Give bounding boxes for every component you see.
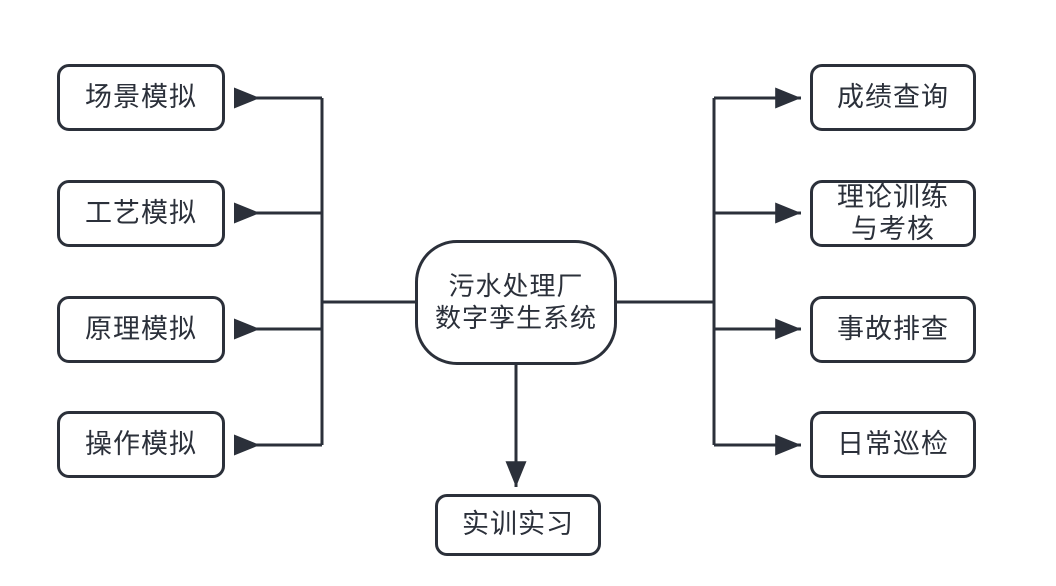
node-scene-simulation[interactable]: 场景模拟 xyxy=(57,64,225,131)
node-label: 事故排查 xyxy=(837,313,949,344)
node-principle-simulation[interactable]: 原理模拟 xyxy=(57,296,225,363)
node-label: 操作模拟 xyxy=(85,428,197,459)
node-label: 场景模拟 xyxy=(85,81,197,112)
node-accident-investigation[interactable]: 事故排查 xyxy=(810,296,976,363)
node-score-query[interactable]: 成绩查询 xyxy=(810,64,976,131)
node-daily-inspection[interactable]: 日常巡检 xyxy=(810,411,976,478)
node-process-simulation[interactable]: 工艺模拟 xyxy=(57,180,225,247)
node-label: 日常巡检 xyxy=(837,428,949,459)
node-label: 成绩查询 xyxy=(837,81,949,112)
node-label: 理论训练 与考核 xyxy=(837,181,949,244)
node-practical-training[interactable]: 实训实习 xyxy=(435,494,601,556)
central-node-label: 污水处理厂 数字孪生系统 xyxy=(434,270,597,333)
node-operation-simulation[interactable]: 操作模拟 xyxy=(57,411,225,478)
node-theory-training-assessment[interactable]: 理论训练 与考核 xyxy=(810,180,976,247)
node-central-system[interactable]: 污水处理厂 数字孪生系统 xyxy=(415,240,617,365)
node-label: 工艺模拟 xyxy=(85,197,197,228)
node-label: 实训实习 xyxy=(462,509,574,540)
node-label: 原理模拟 xyxy=(85,313,197,344)
